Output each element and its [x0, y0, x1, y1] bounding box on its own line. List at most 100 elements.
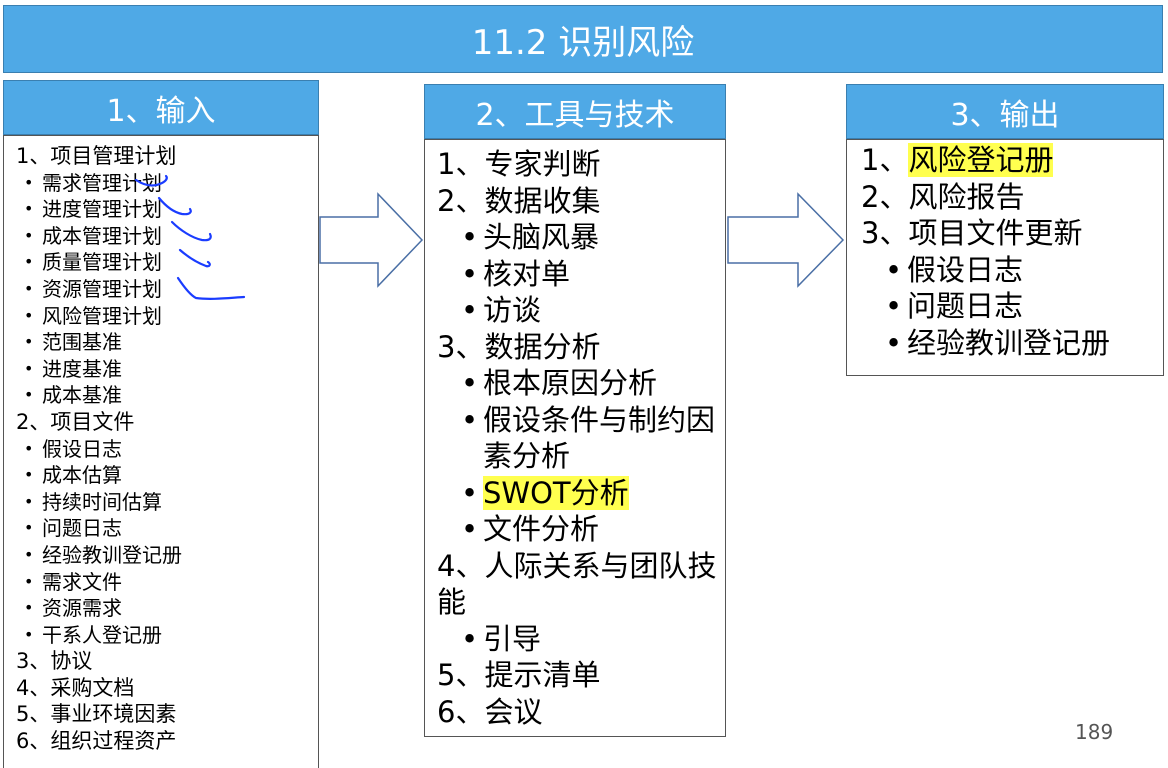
tools-list: 1、专家判断2、数据收集头脑风暴核对单访谈3、数据分析根本原因分析假设条件与制约… — [425, 140, 725, 730]
item-text: 4、采购文档 — [16, 675, 135, 700]
inputs-item: 质量管理计划 — [16, 249, 318, 276]
item-prefix: 3、 — [861, 216, 909, 250]
item-text: 风险报告 — [908, 179, 1025, 214]
tools-item: 4、人际关系与团队技能 — [437, 548, 725, 621]
tools-item: 假设条件与制约因素分析 — [437, 402, 725, 475]
arrow-right-icon — [319, 192, 424, 288]
item-text: 持续时间估算 — [42, 489, 162, 514]
item-text: 3、数据分析 — [437, 329, 601, 364]
inputs-item: 持续时间估算 — [16, 489, 318, 516]
item-text: 干系人登记册 — [42, 622, 162, 647]
item-text: 成本管理计划 — [42, 223, 162, 248]
item-prefix: 1、 — [861, 143, 909, 177]
page-number: 189 — [1075, 720, 1114, 744]
inputs-item: 风险管理计划 — [16, 303, 318, 330]
inputs-item: 经验教训登记册 — [16, 542, 318, 569]
item-text: 经验教训登记册 — [907, 325, 1111, 360]
handwritten-mark-icon — [134, 174, 246, 300]
inputs-item: 范围基准 — [16, 329, 318, 356]
inputs-item: 4、采购文档 — [16, 675, 318, 702]
item-text: 4、人际关系与团队技能 — [437, 548, 717, 620]
item-text: 2、项目文件 — [16, 409, 135, 434]
inputs-header: 1、输入 — [3, 80, 319, 135]
item-text: 1、项目管理计划 — [16, 144, 177, 168]
item-text: 风险登记册 — [908, 143, 1054, 177]
item-text: 进度基准 — [42, 356, 122, 381]
inputs-item: 资源管理计划 — [16, 276, 318, 303]
item-text: 资源需求 — [42, 596, 122, 621]
item-text: 假设条件与制约因素分析 — [483, 402, 716, 474]
tools-item: SWOT分析 — [437, 475, 725, 512]
tools-item: 访谈 — [437, 292, 725, 329]
tools-item: 5、提示清单 — [437, 657, 725, 694]
inputs-item: 成本估算 — [16, 462, 318, 489]
item-text: 资源管理计划 — [42, 276, 162, 301]
item-text: 3、协议 — [16, 649, 93, 674]
arrow-right-icon — [727, 192, 845, 288]
item-text: 核对单 — [483, 256, 571, 291]
inputs-item: 资源需求 — [16, 595, 318, 622]
tools-item: 2、数据收集 — [437, 183, 725, 220]
inputs-item: 问题日志 — [16, 515, 318, 542]
tools-header: 2、工具与技术 — [424, 84, 726, 139]
inputs-item: 5、事业环境因素 — [16, 701, 318, 728]
item-prefix: 2、 — [861, 179, 909, 214]
tools-item: 1、专家判断 — [437, 146, 725, 183]
tools-item: 头脑风暴 — [437, 219, 725, 256]
inputs-item: 需求文件 — [16, 569, 318, 596]
item-text: 6、会议 — [437, 694, 543, 729]
item-text: 需求文件 — [42, 569, 122, 594]
tools-item: 文件分析 — [437, 511, 725, 548]
outputs-item: 2、风险报告 — [861, 179, 1163, 216]
item-text: 项目文件更新 — [908, 216, 1083, 250]
item-text: 访谈 — [483, 293, 542, 327]
item-text: 问题日志 — [42, 516, 122, 541]
outputs-item: 3、项目文件更新 — [861, 215, 1163, 252]
tools-item: 6、会议 — [437, 694, 725, 731]
tools-item: 核对单 — [437, 256, 725, 293]
item-text: 质量管理计划 — [42, 250, 162, 275]
outputs-item: 经验教训登记册 — [861, 325, 1163, 362]
item-text: 根本原因分析 — [483, 366, 658, 400]
item-text: 2、数据收集 — [437, 183, 601, 218]
item-text: 成本基准 — [42, 383, 122, 408]
page-title: 11.2 识别风险 — [3, 5, 1163, 73]
item-text: 风险管理计划 — [42, 303, 162, 328]
inputs-item: 1、项目管理计划 — [16, 143, 318, 170]
outputs-item: 假设日志 — [861, 252, 1163, 289]
inputs-item: 进度基准 — [16, 356, 318, 383]
inputs-item: 假设日志 — [16, 436, 318, 463]
inputs-item: 进度管理计划 — [16, 196, 318, 223]
item-text: 成本估算 — [42, 463, 122, 488]
item-text: 经验教训登记册 — [42, 542, 182, 567]
inputs-item: 成本管理计划 — [16, 223, 318, 250]
item-text: 假设日志 — [907, 252, 1024, 287]
item-text: 进度管理计划 — [42, 197, 162, 222]
tools-item: 3、数据分析 — [437, 329, 725, 366]
inputs-item: 干系人登记册 — [16, 622, 318, 649]
item-text: 引导 — [483, 621, 542, 656]
item-text: 6、组织过程资产 — [16, 729, 177, 754]
tools-item: 根本原因分析 — [437, 365, 725, 402]
inputs-item: 成本基准 — [16, 382, 318, 409]
outputs-header: 3、输出 — [846, 84, 1164, 139]
item-text: 5、提示清单 — [437, 658, 601, 692]
outputs-item: 问题日志 — [861, 288, 1163, 325]
inputs-panel: 1、项目管理计划需求管理计划进度管理计划成本管理计划质量管理计划资源管理计划风险… — [3, 135, 319, 768]
item-text: 头脑风暴 — [483, 220, 600, 254]
item-text: 假设日志 — [42, 436, 122, 461]
item-text: SWOT分析 — [483, 475, 629, 510]
outputs-item: 1、风险登记册 — [861, 142, 1163, 179]
inputs-item: 3、协议 — [16, 648, 318, 675]
inputs-item: 6、组织过程资产 — [16, 728, 318, 755]
inputs-item: 2、项目文件 — [16, 409, 318, 436]
item-text: 1、专家判断 — [437, 147, 601, 181]
item-text: 文件分析 — [483, 512, 600, 546]
item-text: 5、事业环境因素 — [16, 702, 177, 727]
item-text: 问题日志 — [907, 289, 1024, 323]
tools-panel: 1、专家判断2、数据收集头脑风暴核对单访谈3、数据分析根本原因分析假设条件与制约… — [424, 139, 726, 737]
item-text: 范围基准 — [42, 330, 122, 355]
